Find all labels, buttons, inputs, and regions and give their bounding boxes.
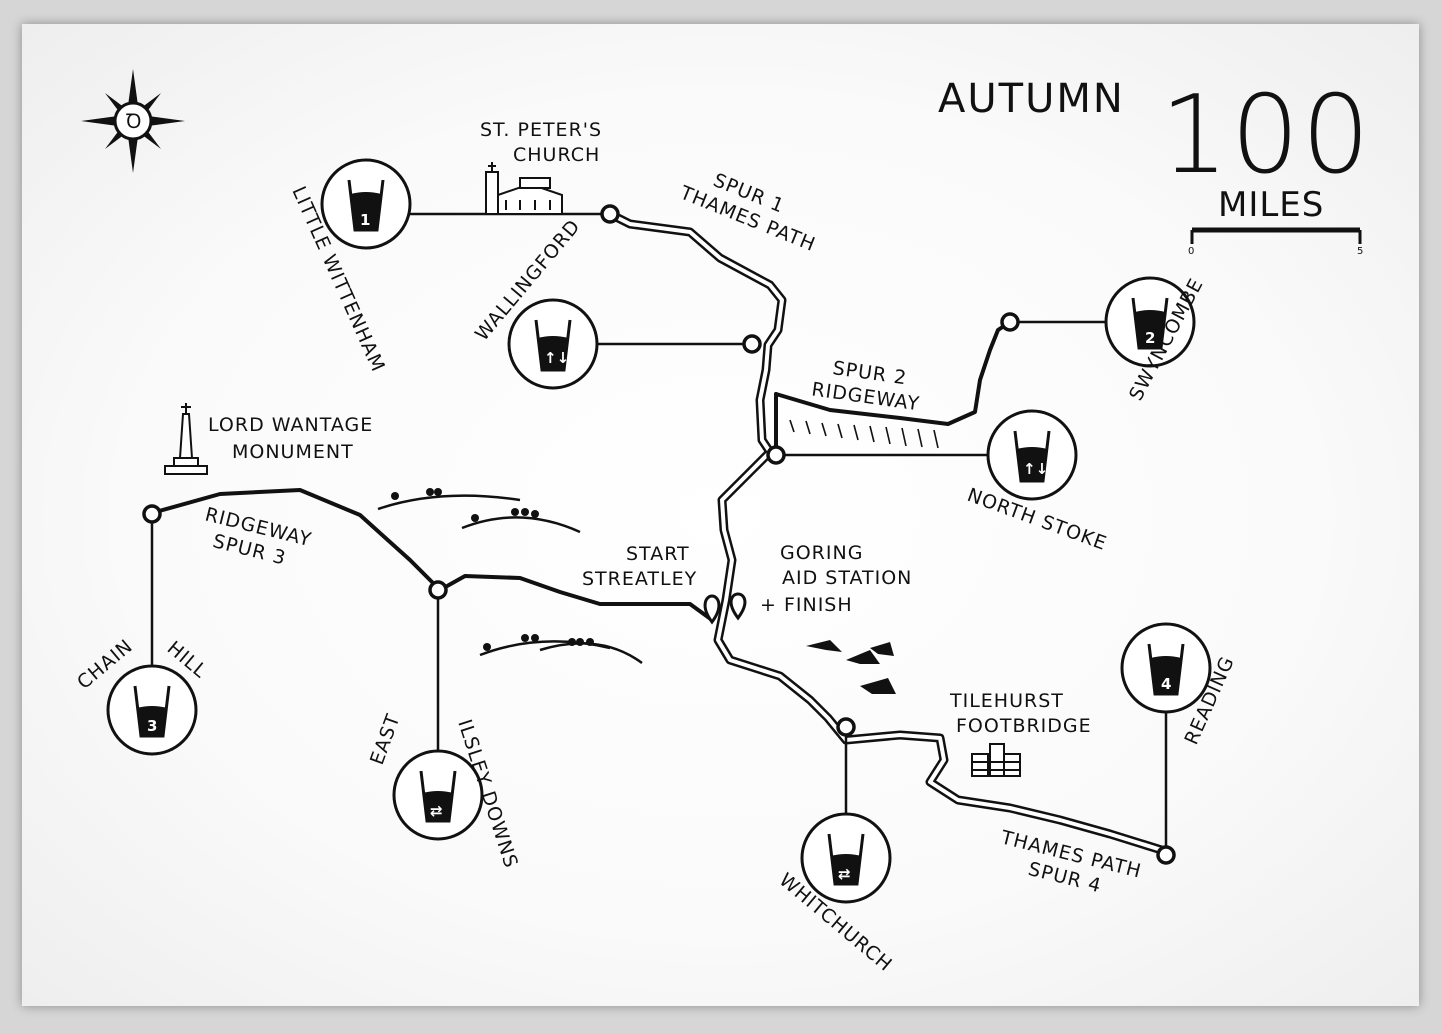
spur2-label: SPUR 2 RIDGEWAY xyxy=(810,357,921,415)
footbridge-label-line1: TILEHURST xyxy=(949,690,1064,712)
start-label-line2: STREATLEY xyxy=(582,568,697,590)
title-autumn: AUTUMN xyxy=(938,76,1125,122)
hills-illustration xyxy=(377,488,643,665)
station-east-ilsley-downs[interactable]: ⇄ xyxy=(392,749,484,841)
station-label-east-ilsley-part1: EAST xyxy=(366,711,405,768)
church-label-line1: ST. PETER'S xyxy=(480,119,602,141)
birds-icon xyxy=(806,640,896,694)
route-map: AUTUMN 100 MILES 0 5 Ꝺ xyxy=(73,69,1372,976)
monument-icon xyxy=(164,403,208,475)
footbridge-icon xyxy=(971,743,1021,777)
station-whitchurch[interactable]: ⇄ xyxy=(800,812,892,904)
station-icon-text: ⇄ xyxy=(430,802,443,820)
ridgeway-route xyxy=(150,488,714,622)
station-icon-text: ⇄ xyxy=(838,865,851,883)
spur2-route xyxy=(774,320,1012,457)
station-swyncombe[interactable]: 2 xyxy=(1104,276,1196,368)
station-wallingford[interactable]: ↑↓ xyxy=(507,298,599,390)
compass-logo: Ꝺ xyxy=(126,109,142,133)
monument-label-line2: MONUMENT xyxy=(232,441,354,463)
scale-bar: 0 5 xyxy=(1188,227,1363,257)
station-icon-text: ↑↓ xyxy=(1023,460,1048,478)
map-card: AUTUMN 100 MILES 0 5 Ꝺ xyxy=(22,24,1419,1006)
route-nodes xyxy=(142,204,1176,865)
footbridge-label-line2: FOOTBRIDGE xyxy=(956,715,1092,737)
title-unit: MILES xyxy=(1218,185,1324,225)
station-reading[interactable]: 4 xyxy=(1120,622,1212,714)
title-block: AUTUMN 100 MILES 0 5 xyxy=(938,73,1372,257)
station-icon-text: 3 xyxy=(147,717,157,735)
station-icon-text: 1 xyxy=(360,211,370,229)
spur3-label: RIDGEWAY SPUR 3 xyxy=(203,504,314,570)
station-connectors xyxy=(150,212,1168,855)
station-chain-hill[interactable]: 3 xyxy=(106,664,198,756)
station-icon-text: 2 xyxy=(1145,329,1155,347)
station-north-stoke[interactable]: ↑↓ xyxy=(986,409,1078,501)
finish-label-line2: AID STATION xyxy=(782,567,912,589)
start-finish-pins xyxy=(703,592,747,625)
finish-label-line1: GORING xyxy=(780,542,863,564)
church-icon xyxy=(485,162,563,215)
start-label-line1: START xyxy=(626,543,690,565)
scale-end-label: 5 xyxy=(1357,246,1363,257)
finish-label-line3: + FINISH xyxy=(760,594,853,616)
compass-rose-icon: Ꝺ xyxy=(81,69,185,173)
station-little-wittenham[interactable]: 1 xyxy=(320,158,412,250)
river-thames xyxy=(607,210,1173,857)
station-icon-text: 4 xyxy=(1161,675,1171,693)
station-icon-text: ↑↓ xyxy=(544,349,569,367)
church-label-line2: CHURCH xyxy=(513,144,600,166)
scale-start-label: 0 xyxy=(1188,246,1194,257)
title-number: 100 xyxy=(1160,73,1372,198)
monument-label-line1: LORD WANTAGE xyxy=(208,414,373,436)
